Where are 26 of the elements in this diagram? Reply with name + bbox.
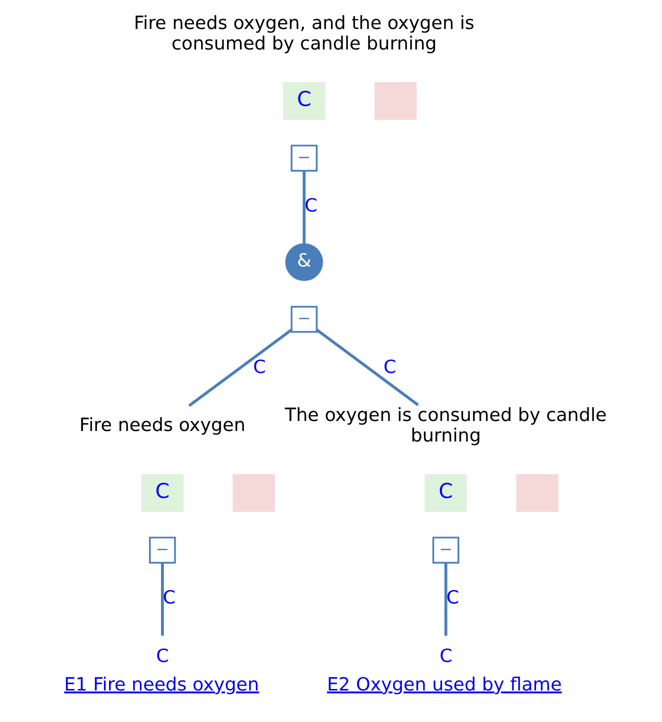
node-text: C E1 Fire needs oxygen <box>64 646 260 696</box>
edge-label: C <box>383 356 396 378</box>
edge-label: C <box>446 588 460 609</box>
node-text: C E2 Oxygen used by flame <box>327 646 562 696</box>
node-box: − <box>432 536 460 564</box>
node-box: − <box>149 536 176 564</box>
node-text: Fire needs oxygen <box>79 415 246 436</box>
node-text: Fire needs oxygen, and the oxygen is consumed by candle burning <box>134 12 474 54</box>
connector <box>302 170 306 244</box>
node-box <box>516 474 558 512</box>
connector <box>188 328 292 407</box>
node-box: − <box>290 144 318 172</box>
node-box: C <box>283 82 326 120</box>
node-box: C <box>424 474 467 512</box>
connector <box>316 328 419 406</box>
node-box: C <box>141 474 184 512</box>
node-circle: & <box>285 243 323 281</box>
edge-label: C <box>253 356 266 378</box>
connector <box>161 562 164 636</box>
node-text: The oxygen is consumed by candle burning <box>284 404 607 446</box>
node-box: − <box>290 306 318 333</box>
edge-label: C <box>304 196 318 217</box>
connector <box>444 562 448 636</box>
edge-label: C <box>162 588 176 609</box>
node-box <box>374 82 417 120</box>
node-box <box>232 474 275 512</box>
